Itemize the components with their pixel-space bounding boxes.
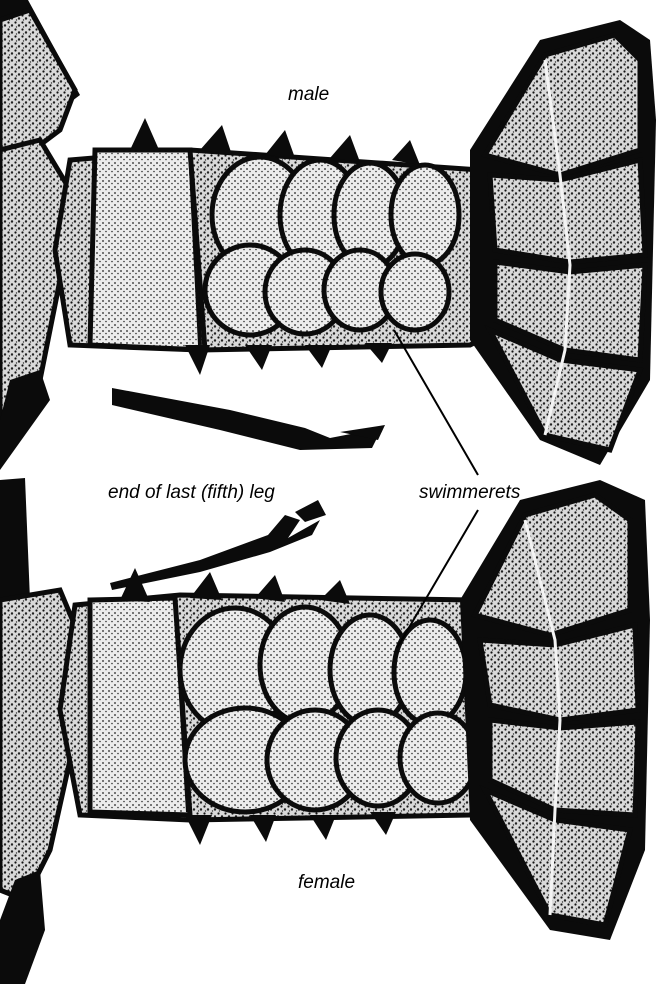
label-swimmerets: swimmerets bbox=[419, 482, 521, 503]
leg-detail-lower bbox=[110, 500, 326, 590]
label-male: male bbox=[288, 84, 329, 105]
female-tail-illustration bbox=[0, 478, 650, 984]
label-female: female bbox=[298, 872, 355, 893]
label-leg: end of last (fifth) leg bbox=[108, 482, 275, 503]
male-tail-illustration bbox=[0, 0, 656, 470]
leg-detail-upper bbox=[112, 388, 385, 450]
